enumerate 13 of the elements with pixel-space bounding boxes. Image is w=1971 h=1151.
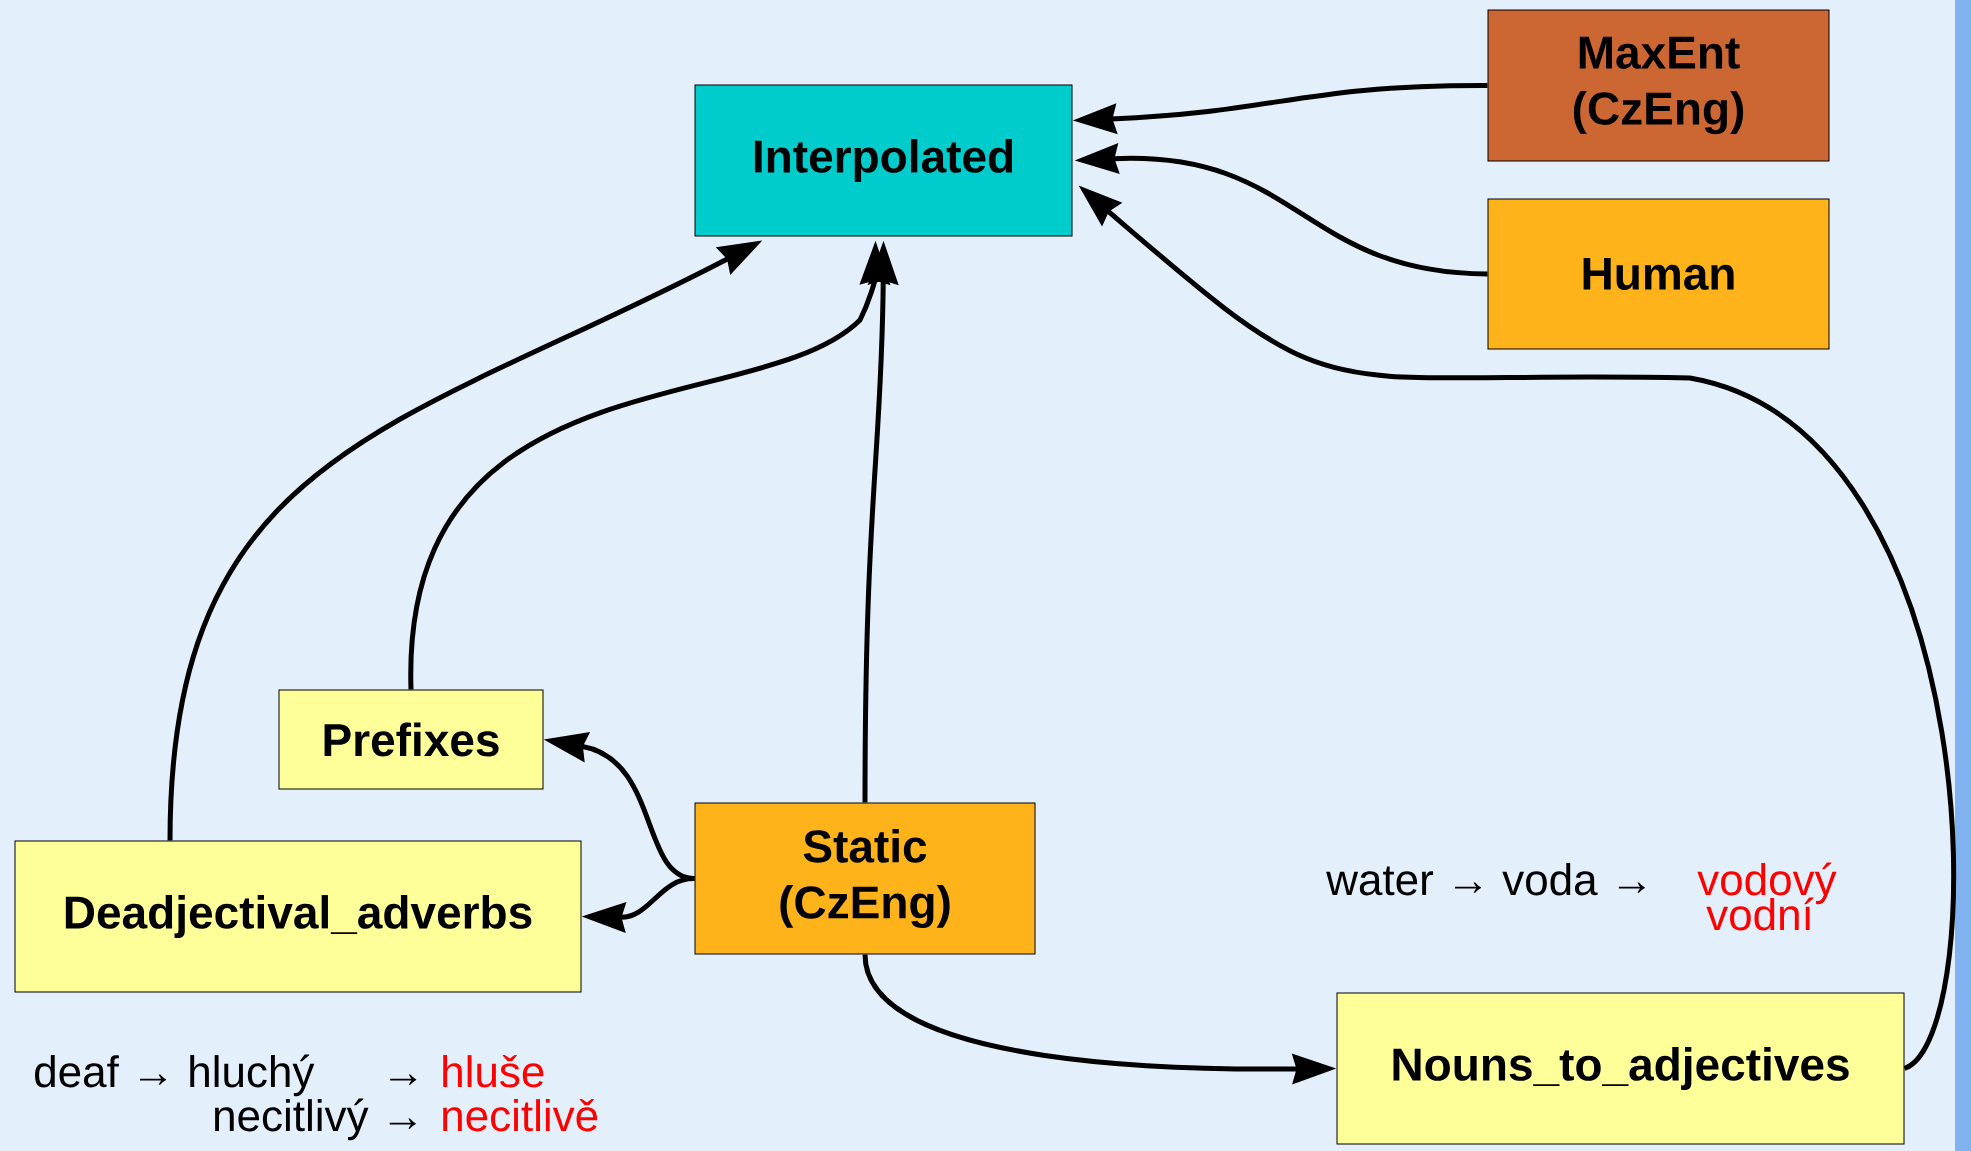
- example-text: deaf → hluchý: [35, 1054, 315, 1097]
- example-text: necitlivě: [443, 1098, 598, 1132]
- example-text: hluše: [443, 1054, 544, 1088]
- process-box: Nouns_to_adjectives: [1336, 992, 1905, 1145]
- example-text: water → voda →: [1326, 863, 1645, 896]
- process-box: MaxEnt (CzEng): [1487, 9, 1830, 162]
- process-box: Interpolated: [694, 84, 1073, 237]
- process-box: Deadjectival_adverbs: [14, 840, 582, 993]
- process-box: Human: [1487, 198, 1830, 350]
- process-box: Prefixes: [278, 689, 544, 790]
- example-text: necitlivý →: [215, 1098, 416, 1141]
- process-box: Static (CzEng): [694, 802, 1036, 955]
- example-text: →: [390, 1074, 417, 1085]
